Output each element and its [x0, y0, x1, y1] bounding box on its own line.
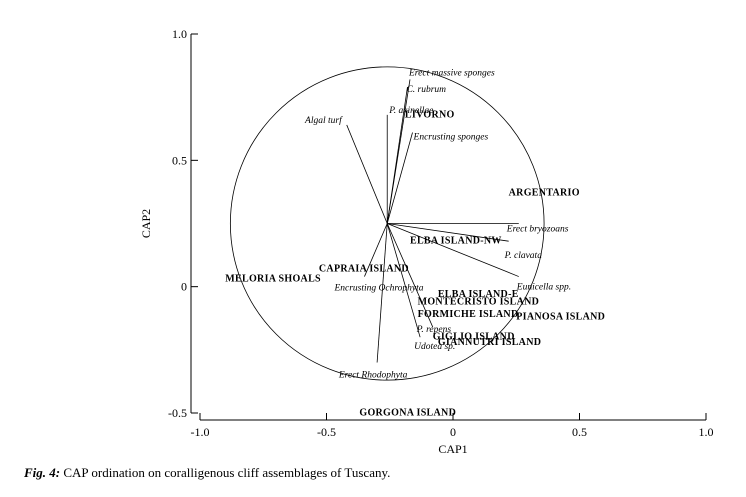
vector-c-rubrum [386, 87, 408, 224]
vector-label-c-rubrum: C. rubrum [406, 85, 446, 95]
vector-eunicella-spp [387, 223, 519, 277]
y-tick-label: -0.5 [168, 406, 187, 420]
vector-label-encrusting-sponges: Encrusting sponges [413, 133, 489, 143]
vector-label-p-axinellae: P. axinellae [388, 106, 433, 116]
x-tick-label: 0.5 [572, 425, 587, 439]
vector-erect-rhodophyta [376, 223, 388, 363]
vector-label-erect-massive-sponges: Erect massive sponges [408, 68, 495, 78]
x-tick-label: 0 [450, 425, 456, 439]
site-labels-layer: ARGENTARIO LIVORNO ELBA ISLAND-NW CAPRAIA I… [225, 109, 605, 418]
vector-label-erect-bryozoans: Erect bryozoans [506, 225, 569, 235]
site-label-elba-island-e: ELBA ISLAND-E [438, 289, 519, 300]
site-label-giannutri-island: GIANNUTRI ISLAND [438, 337, 541, 348]
vector-label-encrusting-ochrophyta: Encrusting Ochrophyta [333, 284, 423, 294]
site-label-montecristo-island: MONTECRISTO ISLAND [418, 296, 540, 307]
vector-label-udotea-sp: Udotea sp. [414, 342, 455, 352]
vector-encrusting-ochrophyta [364, 223, 388, 277]
site-label-formiche-island: FORMICHE ISLAND [418, 309, 519, 320]
correlation-circle-layer [229, 66, 545, 381]
x-tick-label: -0.5 [317, 425, 336, 439]
vector-algal-turf [346, 124, 388, 224]
x-tick-label: 1.0 [699, 425, 714, 439]
site-label-capraia-island: CAPRAIA ISLAND [319, 264, 409, 275]
site-label-meloria-shoals: MELORIA SHOALS [225, 274, 321, 285]
y-tick-label: 1.0 [172, 27, 187, 41]
site-label-giglio-island: GIGLIO ISLAND [433, 332, 515, 343]
site-label-pianosa-island: PIANOSA ISLAND [516, 312, 605, 323]
y-axis-title: CAP2 [139, 209, 153, 238]
vector-p-clavata [387, 223, 509, 242]
y-tick-label: 0.5 [172, 153, 187, 167]
site-label-elba-island-nw: ELBA ISLAND-NW [410, 236, 502, 247]
vector-p-repens [386, 223, 434, 328]
vector-label-p-clavata: P. clavata [504, 251, 543, 261]
species-vectors-layer: Erect massive sponges C. rubrum P. axinell… [304, 68, 571, 380]
x-tick-label: -1.0 [191, 425, 210, 439]
caption-text: CAP ordination on coralligenous cliff as… [60, 465, 391, 480]
x-axis-title: CAP1 [438, 442, 467, 456]
correlation-circle [229, 66, 545, 381]
site-label-gorgona-island: GORGONA ISLAND [359, 408, 456, 419]
vector-udotea-sp [386, 223, 421, 338]
y-tick-label: 0 [181, 280, 187, 294]
caption-lead: Fig. 4: [24, 465, 61, 480]
site-label-argentario: ARGENTARIO [509, 188, 580, 199]
site-label-livorno: LIVORNO [405, 109, 455, 120]
vector-label-eunicella-spp: Eunicella spp. [516, 283, 571, 293]
figure-caption: Fig. 4: CAP ordination on coralligenous … [24, 465, 390, 481]
vector-label-erect-rhodophyta: Erect Rhodophyta [338, 370, 408, 380]
vector-encrusting-sponges [386, 132, 413, 224]
vector-label-algal-turf: Algal turf [304, 115, 343, 126]
vector-label-p-repens: P. repens [416, 325, 452, 335]
